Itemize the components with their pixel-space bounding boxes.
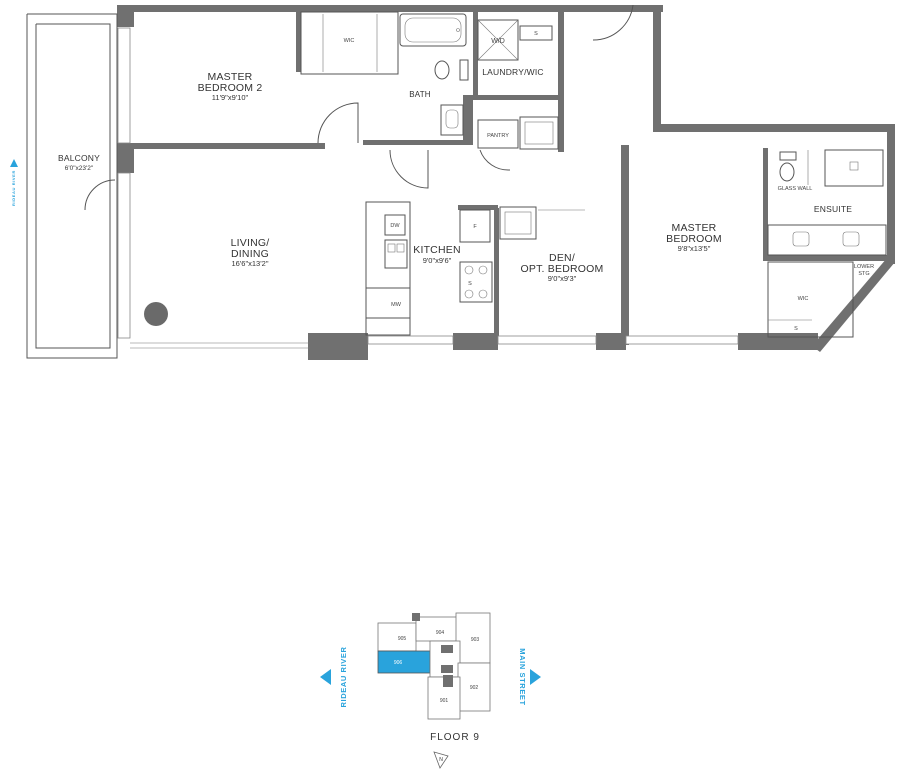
master-bedroom-label-line2: BEDROOM	[666, 233, 722, 245]
floor-label: FLOOR 9	[430, 732, 480, 743]
unit-905-label: 905	[398, 636, 407, 642]
highlighted-unit	[377, 650, 431, 674]
right-arrow-icon	[530, 669, 541, 685]
sink-label: S	[468, 281, 472, 287]
master-bedroom-label: MASTER	[672, 222, 717, 234]
wic-right-label: WIC	[798, 296, 809, 302]
den-dims: 9'0"x9'3"	[548, 274, 577, 283]
pantry-label: PANTRY	[487, 133, 509, 139]
up-arrow-icon	[10, 159, 18, 167]
exterior-walls	[117, 5, 895, 360]
unit-903-label: 903	[471, 637, 480, 643]
lower-stg-label: LOWER	[854, 264, 874, 270]
north-label: N	[439, 757, 443, 763]
left-street-label: RIDEAU RIVER	[339, 647, 348, 708]
key-plan: 905 904 903 906 902 901 RIDEAU RIVER MAI…	[320, 612, 541, 769]
unit-901-label: 901	[440, 698, 449, 704]
balcony-dims: 6'0"x23'2"	[65, 165, 94, 172]
rideau-river-side-marker: RIDEAU RIVER	[10, 159, 18, 206]
unit-outline	[26, 13, 310, 359]
wic-right-s-label: S	[794, 326, 798, 332]
den-label: DEN/	[549, 252, 575, 264]
unit-906-label: 906	[394, 660, 403, 666]
glass-wall-label: GLASS WALL	[778, 186, 813, 192]
bath-label: BATH	[409, 90, 431, 99]
den-label-line2: OPT. BEDROOM	[521, 263, 604, 275]
mw-label: MW	[391, 302, 402, 308]
room-labels: MASTER BEDROOM 2 11'9"x9'10" WIC BATH W/…	[58, 31, 874, 332]
ensuite-label: ENSUITE	[814, 204, 852, 214]
wd-label: W/D	[491, 38, 505, 45]
laundry-s-label: S	[534, 31, 538, 37]
fridge-label: F	[473, 224, 477, 230]
kitchen-label: KITCHEN	[413, 244, 461, 256]
right-street-label: MAIN STREET	[518, 648, 527, 705]
kitchen-dims: 9'0"x9'6"	[423, 256, 452, 265]
wic-top-label: WIC	[344, 38, 355, 44]
master-bedroom-2-label-line2: BEDROOM 2	[198, 82, 263, 94]
dw-label: DW	[390, 223, 400, 229]
master-bedroom-dims: 9'8"x13'5"	[678, 244, 711, 253]
left-arrow-icon	[320, 669, 331, 685]
laundry-label: LAUNDRY/WIC	[482, 67, 544, 77]
balcony-label: BALCONY	[58, 153, 100, 163]
interior-fixtures	[84, 4, 887, 338]
living-label: LIVING/	[231, 237, 270, 249]
lower-stg-label-line2: STG	[858, 271, 869, 277]
master-bedroom-2-dims: 11'9"x9'10"	[212, 93, 249, 102]
unit-902-label: 902	[470, 685, 479, 691]
living-dims: 16'6"x13'2"	[232, 259, 269, 268]
key-plan-building	[377, 612, 491, 720]
master-bedroom-2-label: MASTER	[208, 71, 253, 83]
north-arrow-icon	[433, 751, 449, 769]
unit-904-label: 904	[436, 630, 445, 636]
living-label-line2: DINING	[231, 248, 269, 260]
windows	[117, 27, 739, 345]
side-street-label: RIDEAU RIVER	[11, 170, 16, 206]
